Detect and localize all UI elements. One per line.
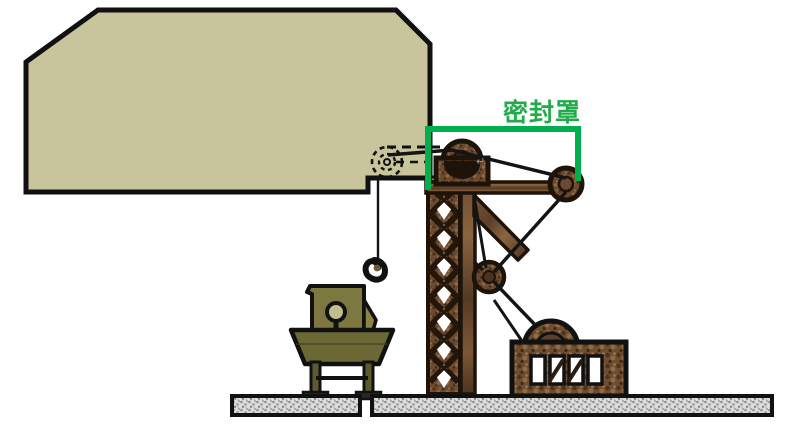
hook	[362, 257, 389, 283]
jib-brace	[472, 193, 530, 262]
tower-mast	[426, 180, 462, 396]
ground-left	[230, 394, 362, 417]
rigging-cables	[387, 148, 568, 345]
bucket	[305, 284, 378, 338]
lattice-pattern	[428, 183, 460, 388]
winch-assembly	[509, 318, 629, 399]
top-pulley-assembly	[433, 138, 491, 187]
trough-legs	[301, 360, 383, 401]
ground-right	[370, 394, 774, 417]
hidden-pulley-assembly	[370, 145, 440, 179]
silo-building	[23, 7, 433, 195]
sealing-cover-bracket	[425, 126, 581, 190]
trough	[288, 327, 396, 367]
